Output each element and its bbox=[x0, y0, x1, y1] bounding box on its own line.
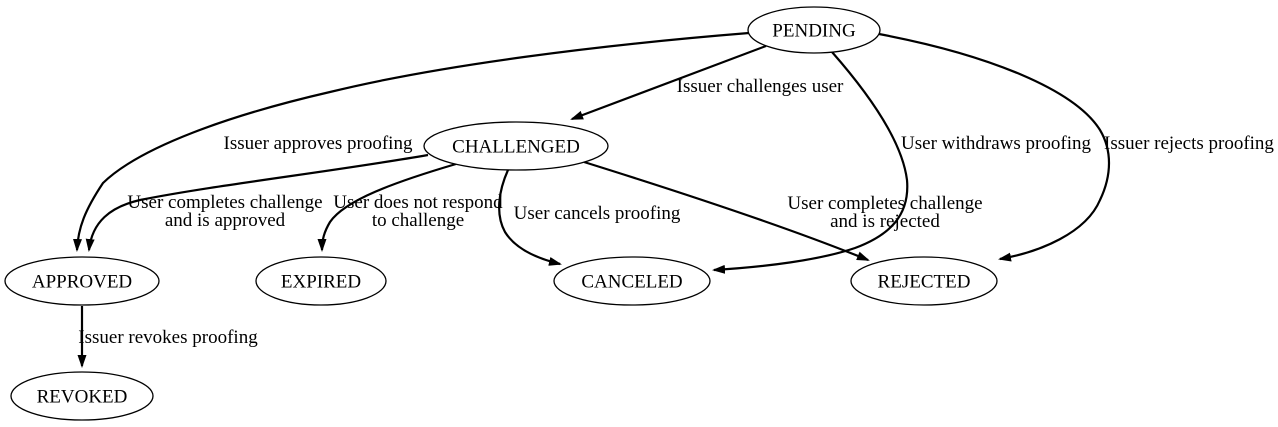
edge-challenged-rejected-label: User completes challenge bbox=[787, 193, 982, 214]
node-rejected: REJECTED bbox=[850, 256, 998, 306]
edge-pending-rejected-label: Issuer rejects proofing bbox=[1104, 133, 1274, 154]
edge-pending-challenged-label: Issuer challenges user bbox=[677, 76, 844, 97]
edge-challenged-approved-label: User completes challenge bbox=[127, 192, 322, 213]
edge-pending-canceled: User withdraws proofing bbox=[712, 51, 1091, 274]
edge-pending-approved-path bbox=[73, 31, 750, 252]
node-canceled-label: CANCELED bbox=[581, 272, 682, 293]
edge-pending-rejected: Issuer rejects proofing bbox=[878, 32, 1274, 262]
edge-approved-revoked: Issuer revokes proofing bbox=[77, 306, 258, 368]
node-revoked: REVOKED bbox=[10, 371, 154, 421]
edge-challenged-expired-label: to challenge bbox=[372, 210, 464, 231]
node-revoked-label: REVOKED bbox=[37, 387, 128, 408]
edge-pending-challenged: Issuer challenges user bbox=[570, 44, 844, 121]
edge-challenged-expired-label: User does not respond bbox=[333, 192, 503, 213]
edge-pending-canceled-path bbox=[712, 51, 909, 274]
edge-challenged-canceled: User cancels proofing bbox=[498, 169, 681, 266]
node-approved-label: APPROVED bbox=[32, 272, 132, 293]
node-pending-label: PENDING bbox=[772, 21, 856, 42]
node-canceled-ellipse bbox=[553, 256, 711, 306]
node-canceled: CANCELED bbox=[553, 256, 711, 306]
edge-pending-rejected-path bbox=[878, 32, 1110, 262]
node-pending-ellipse bbox=[747, 6, 881, 54]
edge-pending-canceled-label: User withdraws proofing bbox=[901, 133, 1091, 154]
node-revoked-ellipse bbox=[10, 371, 154, 421]
node-expired-label: EXPIRED bbox=[281, 272, 361, 293]
node-expired-ellipse bbox=[255, 256, 387, 306]
node-expired: EXPIRED bbox=[255, 256, 387, 306]
node-approved: APPROVED bbox=[4, 256, 160, 306]
edge-challenged-rejected-label: and is rejected bbox=[830, 211, 940, 232]
node-rejected-ellipse bbox=[850, 256, 998, 306]
edge-challenged-approved-label: and is approved bbox=[165, 210, 286, 231]
edge-challenged-canceled-path bbox=[498, 169, 562, 266]
node-challenged: CHALLENGED bbox=[423, 121, 609, 171]
edge-pending-approved: Issuer approves proofing bbox=[73, 31, 750, 252]
edge-challenged-canceled-label: User cancels proofing bbox=[514, 203, 681, 224]
edge-challenged-expired-path bbox=[317, 162, 457, 252]
edge-approved-revoked-label: Issuer revokes proofing bbox=[78, 327, 258, 348]
node-approved-ellipse bbox=[4, 256, 160, 306]
edge-pending-approved-label: Issuer approves proofing bbox=[224, 133, 413, 154]
node-rejected-label: REJECTED bbox=[878, 272, 971, 293]
node-pending: PENDING bbox=[747, 6, 881, 54]
edge-pending-challenged-path bbox=[570, 44, 767, 121]
edge-challenged-rejected-path bbox=[583, 160, 870, 262]
node-challenged-ellipse bbox=[423, 121, 609, 171]
nodes-layer: PENDING CHALLENGED APPROVED EXPIRED CANCELED… bbox=[4, 6, 998, 421]
edge-challenged-approved-path bbox=[85, 153, 429, 252]
node-challenged-label: CHALLENGED bbox=[452, 137, 580, 158]
